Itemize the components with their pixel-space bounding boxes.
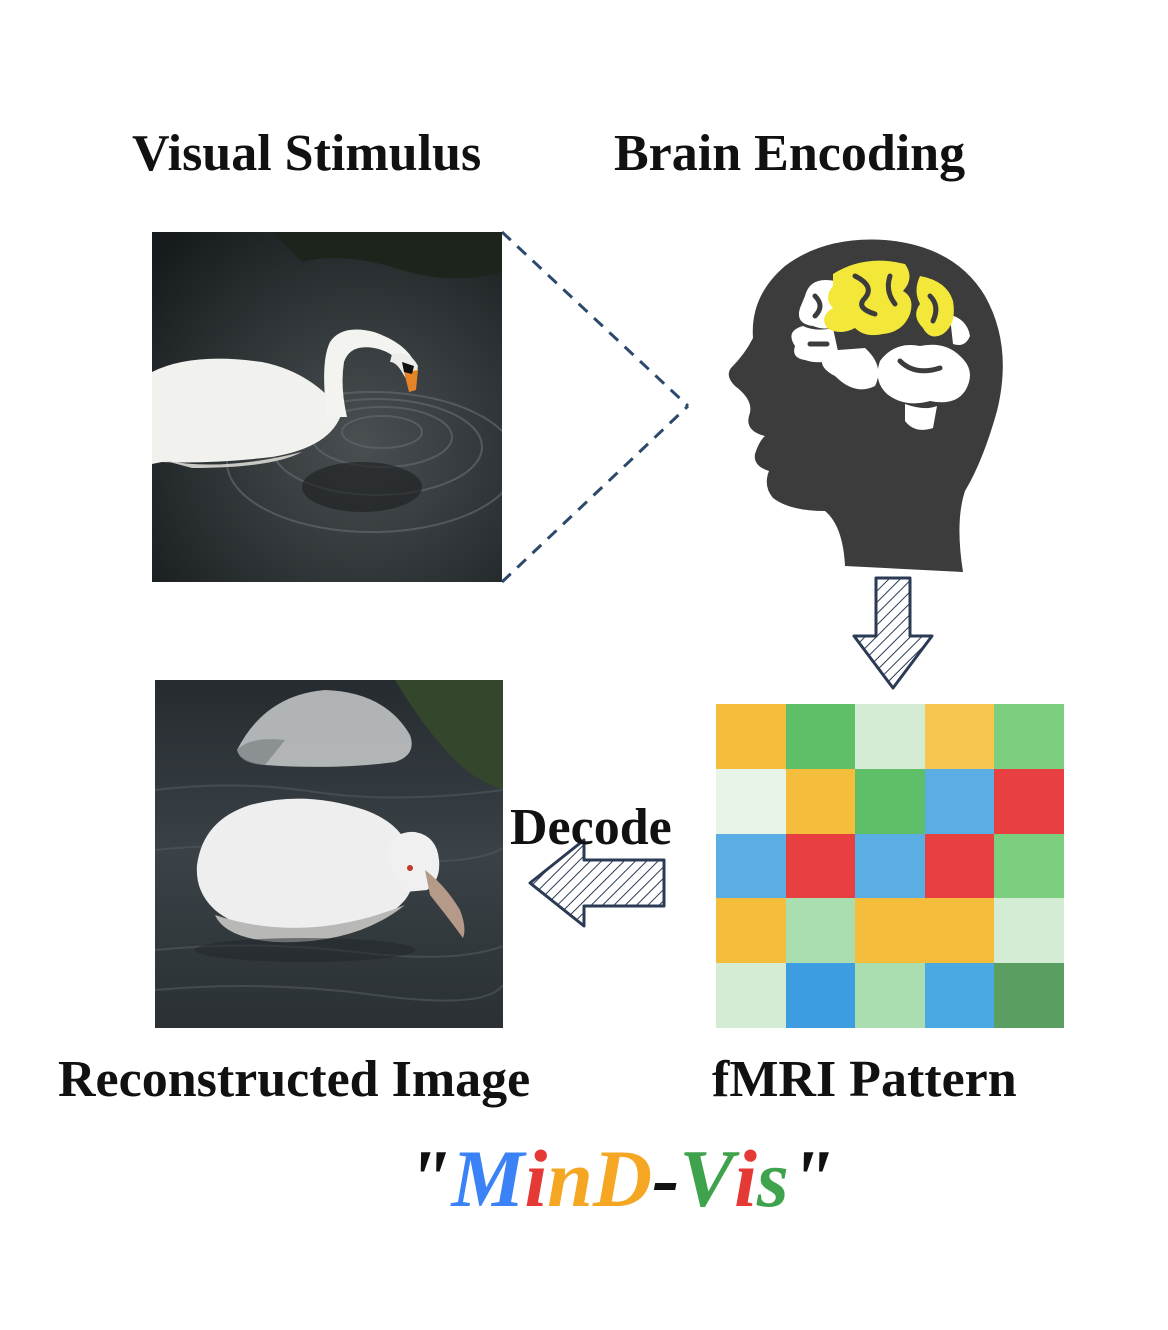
reconstructed-image-label: Reconstructed Image: [58, 1051, 531, 1108]
model-name-letter: V: [679, 1133, 735, 1224]
fmri-cell: [924, 963, 995, 1028]
brain-head-icon: [728, 239, 1003, 572]
fmri-cell: [716, 833, 786, 899]
fmri-cell: [855, 898, 925, 964]
visual-stimulus-image: [152, 232, 502, 582]
fmri-cell: [716, 898, 786, 964]
fmri-cell: [994, 833, 1064, 899]
model-name: "MinD-Vis": [406, 1138, 834, 1220]
brain-encoding-label: Brain Encoding: [614, 125, 966, 182]
close-quote: ": [788, 1133, 835, 1224]
fmri-pattern-label: fMRI Pattern: [712, 1051, 1017, 1108]
fmri-cell: [924, 898, 995, 964]
fmri-pattern-grid: [716, 704, 1064, 1028]
fmri-cell: [994, 898, 1064, 964]
model-name-letter: i: [524, 1133, 548, 1224]
fmri-cell: [785, 833, 856, 899]
model-name-letters: MinD-Vis: [452, 1138, 789, 1220]
fmri-cell: [924, 768, 995, 834]
model-name-letter: -: [652, 1133, 680, 1224]
fmri-cell: [785, 768, 856, 834]
fmri-cell: [716, 768, 786, 834]
model-name-letter: i: [734, 1133, 757, 1224]
fmri-cell: [924, 704, 995, 769]
model-name-letter: D: [592, 1133, 653, 1224]
fmri-cell: [994, 963, 1064, 1028]
fmri-cell: [785, 898, 856, 964]
fmri-cell: [716, 704, 786, 769]
fmri-cell: [785, 963, 856, 1028]
fmri-cell: [924, 833, 995, 899]
model-name-letter: n: [547, 1133, 593, 1224]
model-name-letter: M: [451, 1133, 525, 1224]
reconstructed-image: [155, 680, 503, 1028]
fmri-cell: [994, 768, 1064, 834]
left-arrow-icon: [528, 838, 666, 928]
fmri-cell: [994, 704, 1064, 769]
decode-label: Decode: [510, 799, 672, 856]
fmri-cell: [855, 833, 925, 899]
fmri-cell: [785, 704, 856, 769]
fmri-cell: [855, 963, 925, 1028]
visual-stimulus-label: Visual Stimulus: [132, 125, 482, 182]
model-name-letter: s: [756, 1133, 789, 1224]
fmri-cell: [716, 963, 786, 1028]
down-arrow-icon: [852, 576, 934, 690]
open-quote: ": [406, 1133, 452, 1224]
fmri-cell: [855, 768, 925, 834]
fmri-cell: [855, 704, 925, 769]
